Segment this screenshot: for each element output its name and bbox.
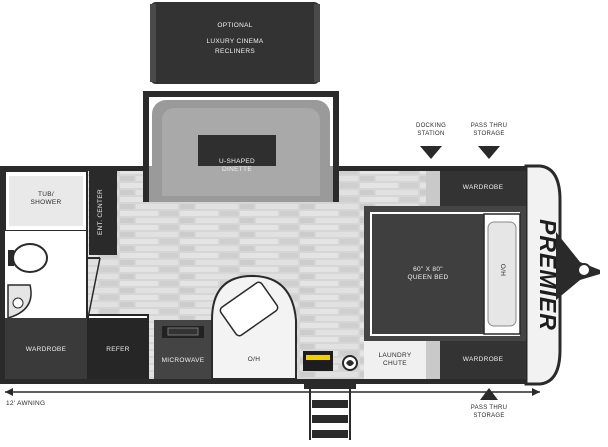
laundry-chute-label: LAUNDRY CHUTE xyxy=(378,352,412,367)
optional-recliners-block xyxy=(150,2,320,84)
recliners-label-2: LUXURY CINEMA xyxy=(206,38,264,45)
bedroom xyxy=(364,171,526,379)
recliners-label-1: OPTIONAL xyxy=(217,22,253,29)
tub-shower-label: TUB/ SHOWER xyxy=(30,191,62,206)
entry-steps xyxy=(304,384,356,440)
awning-label: 12' AWNING xyxy=(6,400,46,407)
wardrobe-bottom-label: WARDROBE xyxy=(462,356,504,363)
refer-label: REFER xyxy=(106,346,130,353)
recliners-label-3: RECLINERS xyxy=(215,48,255,55)
ent-center-label: ENT. CENTER xyxy=(97,189,104,235)
brand-badges xyxy=(303,351,358,371)
rear-kitchen xyxy=(5,314,212,379)
queen-bed-label: 60" X 80" QUEEN BED xyxy=(407,266,449,281)
oh-bedroom-label: O/H xyxy=(499,263,506,277)
bathroom xyxy=(4,170,101,319)
kitchen-island xyxy=(211,274,297,380)
wardrobe-rear-label: WARDROBE xyxy=(25,346,67,353)
microwave-label: MICROWAVE xyxy=(161,357,205,364)
toilet xyxy=(12,243,48,273)
docking-arrow-icon xyxy=(420,146,442,159)
bath-door xyxy=(87,257,101,319)
pass-thru-top-label: PASS THRU STORAGE xyxy=(470,123,508,137)
brand-logo: PREMIER xyxy=(535,219,561,331)
docking-station-label: DOCKING STATION xyxy=(415,123,447,137)
wardrobe-top-label: WARDROBE xyxy=(462,184,504,191)
awning-line xyxy=(5,388,540,396)
hitch xyxy=(556,232,600,300)
kitchen-oh-label: O/H xyxy=(247,356,261,363)
pass-thru-bottom-label: PASS THRU STORAGE xyxy=(470,405,508,419)
wardrobe-bottom xyxy=(440,341,526,379)
wardrobe-top xyxy=(440,171,526,206)
ent-center xyxy=(89,171,117,255)
queen-bed xyxy=(372,214,484,334)
dinette-label: U-SHAPED DINETTE xyxy=(219,158,255,173)
pass-thru-top-arrow-icon xyxy=(478,146,500,159)
front-cap xyxy=(524,164,600,386)
pass-thru-bottom-arrow-icon xyxy=(480,388,498,400)
